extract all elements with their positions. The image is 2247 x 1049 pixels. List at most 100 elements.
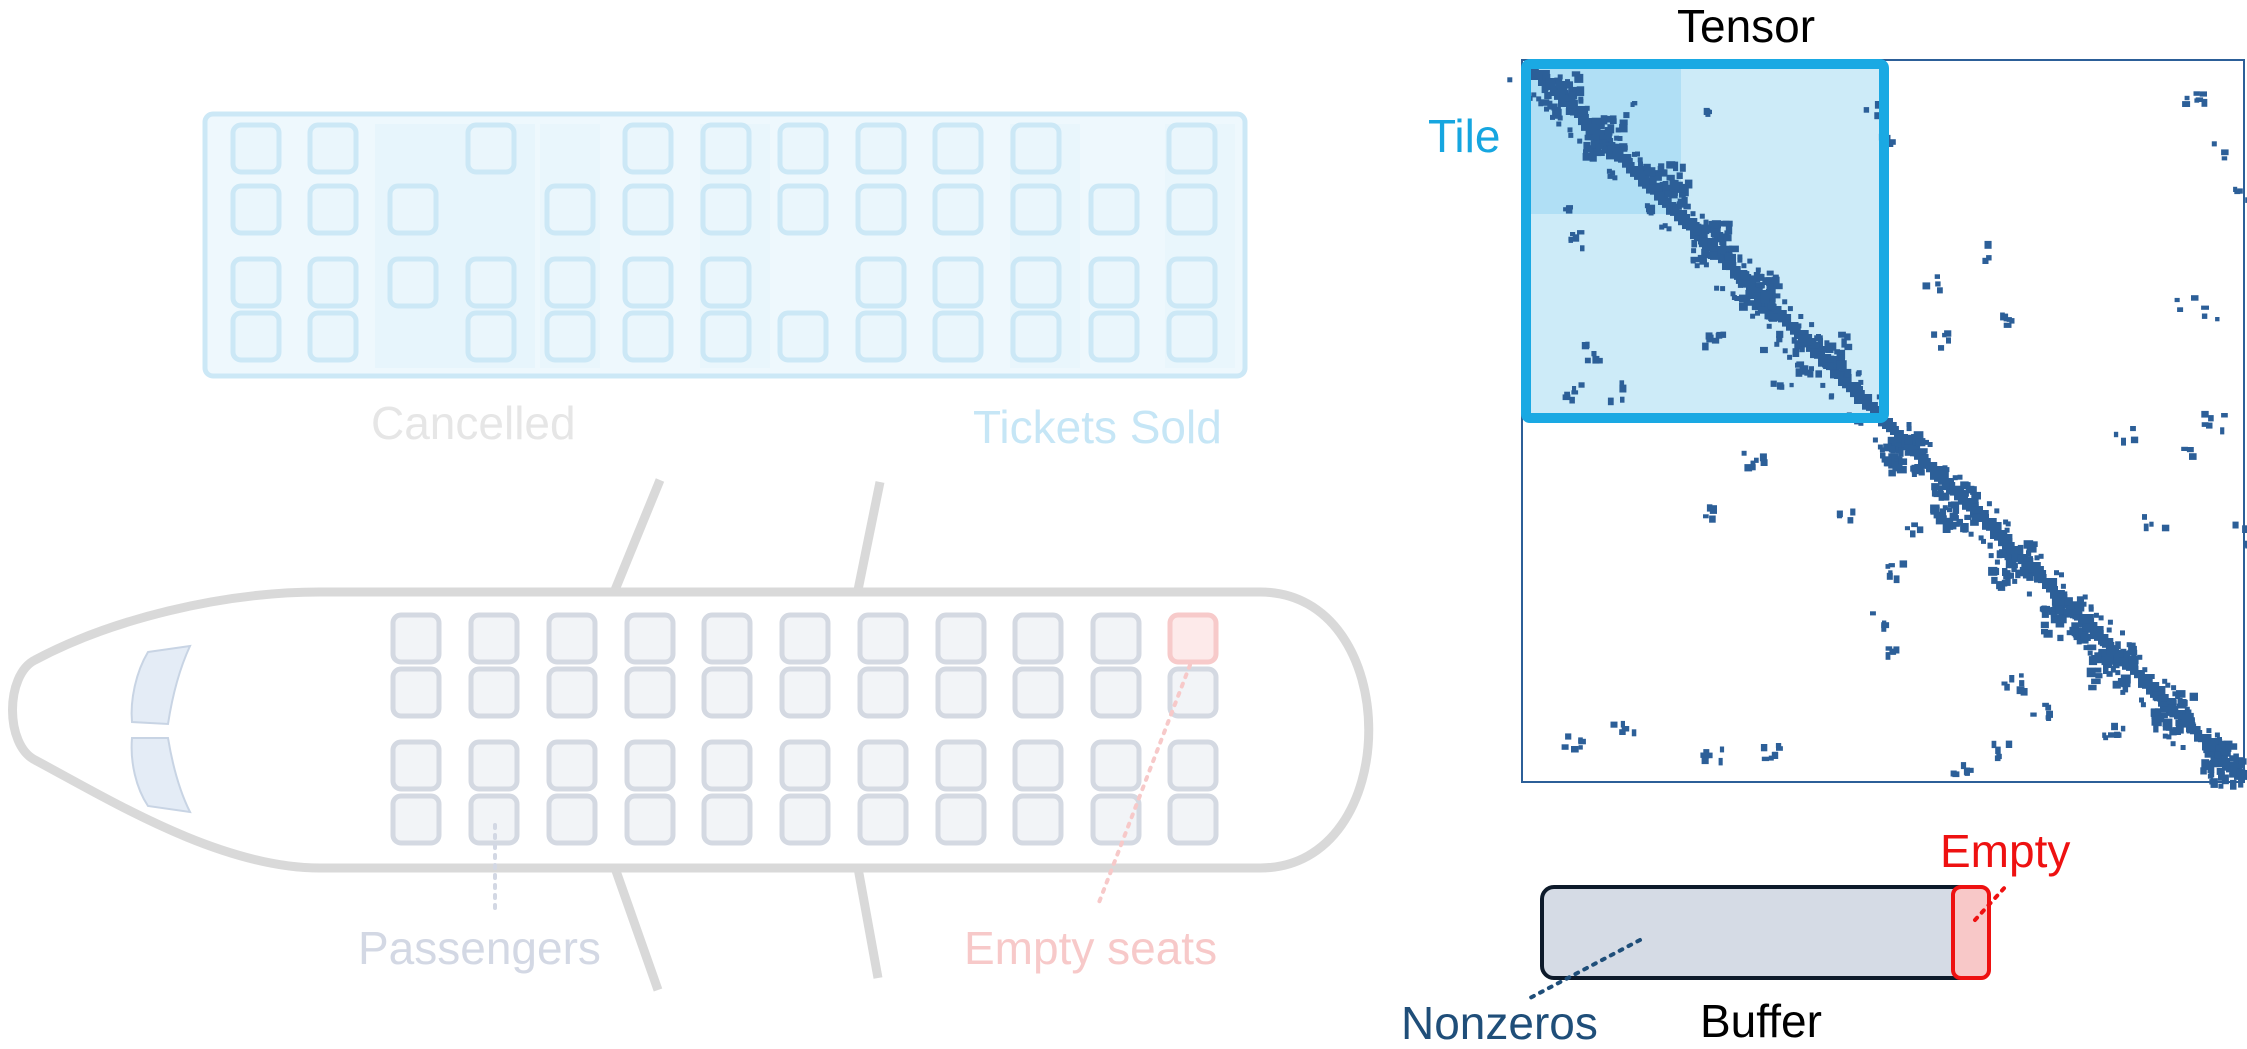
nonzero-entry: [1825, 345, 1833, 351]
nonzero-entry: [2018, 545, 2024, 554]
nonzero-entry: [1620, 380, 1625, 388]
nonzero-entry: [1658, 166, 1663, 172]
nonzero-entry: [2114, 732, 2120, 738]
nonzero-entry: [1844, 344, 1852, 350]
nonzero-entry: [2157, 696, 2163, 702]
nonzero-entry: [1507, 77, 1512, 82]
nonzero-entry: [2046, 715, 2050, 719]
nonzero-entry: [1596, 144, 1604, 149]
nonzero-entry: [1581, 122, 1590, 131]
passenger-seat: [782, 615, 828, 662]
nonzero-entry: [1951, 522, 1957, 530]
ticket-seat: [547, 313, 593, 360]
empty-seats-label: Empty seats: [964, 925, 1217, 971]
nonzero-entry: [1605, 127, 1613, 136]
nonzero-entry: [1943, 524, 1951, 534]
nonzero-entry: [1928, 442, 1933, 447]
nonzero-entry: [2082, 634, 2090, 641]
ticket-seat: [858, 259, 904, 306]
nonzero-entry: [1894, 575, 1900, 583]
nonzero-entry: [1890, 446, 1896, 454]
nonzero-entry: [1568, 237, 1574, 241]
nonzero-entry: [2004, 684, 2010, 691]
nonzero-entry: [1673, 162, 1678, 172]
passenger-seat: [393, 669, 439, 716]
ticket-seat: [390, 186, 436, 233]
nonzero-entry: [2214, 751, 2220, 758]
nonzero-entry: [1768, 304, 1776, 310]
nonzero-entry: [1739, 295, 1746, 303]
nonzero-entry: [2175, 298, 2180, 302]
nonzero-entry: [1566, 108, 1575, 115]
nonzero-entry: [2212, 141, 2217, 146]
nonzero-entry: [2115, 641, 2121, 649]
nonzero-entry: [1545, 78, 1554, 87]
nonzero-entry: [1638, 162, 1643, 167]
nonzero-entry: [1710, 510, 1717, 514]
nonzero-entry: [2129, 656, 2139, 664]
nonzero-entry: [2099, 615, 2104, 620]
nonzero-entry: [1566, 205, 1573, 209]
nonzero-entry: [2220, 427, 2224, 434]
nonzero-entry: [2017, 686, 2025, 694]
nonzero-entry: [1562, 744, 1569, 750]
ticket-seat: [703, 313, 749, 360]
nonzero-entry: [1923, 282, 1931, 289]
nonzero-entry: [1948, 502, 1954, 508]
nonzero-entry: [2176, 690, 2186, 698]
ticket-seat: [1169, 313, 1215, 360]
nonzero-entry: [1829, 395, 1834, 400]
nonzero-entry: [1700, 214, 1705, 219]
nonzero-entry: [2201, 759, 2209, 768]
nonzero-entry: [1796, 368, 1803, 377]
passenger-seat: [627, 742, 673, 789]
airplane-graphic: [13, 480, 1369, 990]
nonzero-entry: [1589, 154, 1596, 160]
nonzero-entry: [1647, 205, 1655, 215]
nonzero-entry: [1938, 345, 1944, 351]
nonzero-entry: [1971, 515, 1978, 523]
nonzero-entry: [1960, 523, 1969, 532]
nonzero-entry: [2006, 521, 2011, 526]
ticket-seat: [1013, 186, 1059, 233]
passenger-seat: [1015, 742, 1061, 789]
ticket-seat: [703, 259, 749, 306]
nonzero-entry: [2004, 314, 2009, 322]
nonzero-entry: [1762, 757, 1769, 761]
passenger-seat: [1093, 615, 1139, 662]
nonzero-entry: [1742, 451, 1747, 456]
nonzero-entry: [2201, 306, 2209, 310]
ticket-seat: [1013, 259, 1059, 306]
nonzero-entry: [2190, 693, 2198, 701]
nonzero-entry: [2094, 652, 2102, 659]
nonzero-entry: [1610, 170, 1615, 175]
nonzero-entry: [1772, 752, 1778, 757]
ticket-seat: [390, 259, 436, 306]
nonzero-entry: [1834, 373, 1844, 379]
nonzero-entry: [2160, 706, 2170, 712]
nonzero-entry: [1709, 516, 1716, 523]
passenger-seat: [938, 796, 984, 843]
nonzero-entry: [2242, 525, 2247, 533]
ticket-seat: [310, 259, 356, 306]
nonzero-entry: [2087, 645, 2096, 651]
nonzero-entry: [1995, 755, 2001, 761]
nonzero-entry: [1837, 360, 1847, 370]
nonzero-entry: [1612, 175, 1617, 180]
passenger-seat: [1093, 742, 1139, 789]
nonzero-entry: [2011, 563, 2016, 572]
ticket-seat: [233, 186, 279, 233]
empty-seat: [1170, 615, 1216, 662]
nonzero-entry: [1649, 175, 1657, 185]
nonzero-entry: [2194, 98, 2199, 102]
passenger-seat: [393, 742, 439, 789]
nonzero-entry: [2179, 700, 2187, 707]
nonzero-entry: [1585, 358, 1591, 364]
nonzero-entry: [2202, 99, 2208, 107]
nonzero-entry: [2107, 671, 2113, 677]
passenger-seat: [627, 796, 673, 843]
nonzero-entry: [1943, 482, 1950, 490]
nonzero-entry: [2073, 628, 2079, 637]
nonzero-entry: [2215, 317, 2219, 321]
